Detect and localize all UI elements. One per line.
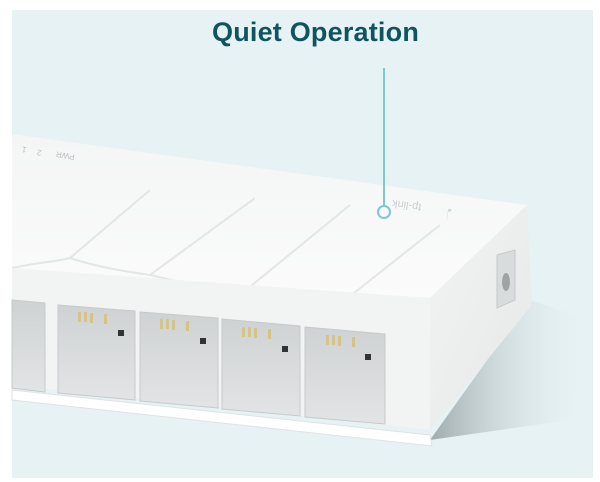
callout-line: [383, 68, 385, 206]
power-jack-icon: [502, 273, 510, 291]
device-shadow: [430, 300, 590, 440]
callout-dot-icon: [377, 205, 391, 219]
feature-title: Quiet Operation: [212, 17, 420, 47]
ethernet-ports: [11, 299, 386, 425]
